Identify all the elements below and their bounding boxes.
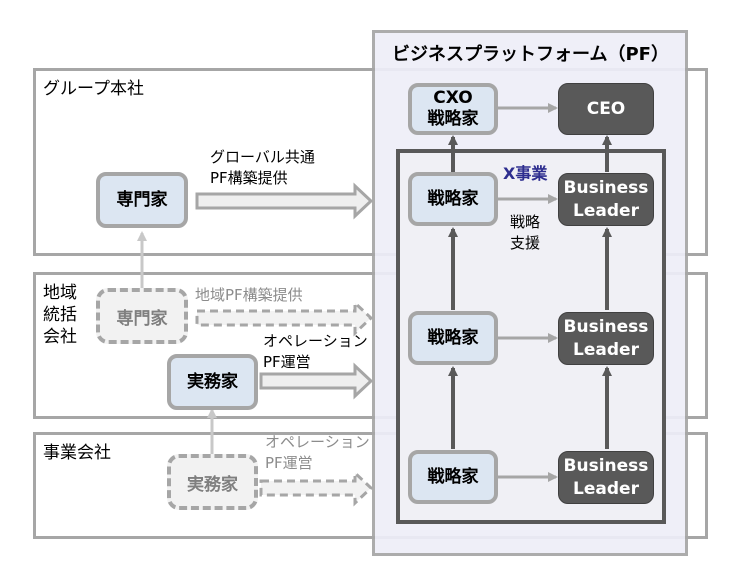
operating-practitioner-label: 実務家: [187, 474, 238, 495]
regional-expert-label: 専門家: [116, 308, 168, 329]
band-label-line: 会社: [43, 327, 77, 347]
x-leader-node-2[interactable]: Business Leader: [558, 312, 654, 365]
x-strategist-node-1[interactable]: 戦略家: [408, 172, 498, 226]
strategy-support-label: 戦略 支援: [510, 212, 540, 254]
hq-expert-label: 専門家: [116, 189, 168, 210]
cxo-strategist-label: 戦略家: [427, 109, 479, 129]
regional-practitioner-arrow-label: オペレーション PF運営: [263, 331, 368, 373]
band-group-hq: [33, 68, 708, 256]
regional-expert-node[interactable]: 専門家: [96, 288, 188, 344]
regional-expert-arrow-label: 地域PF構築提供: [195, 286, 303, 304]
leader-label-line2: Leader: [573, 478, 639, 499]
band-label-regional: 地域 統括 会社: [43, 282, 77, 348]
regional-practitioner-label: 実務家: [187, 371, 238, 392]
arrow-label-line: PF運営: [265, 454, 313, 472]
arrow-label-line: オペレーション: [265, 433, 370, 451]
cxo-label: CXO: [433, 88, 473, 108]
hq-expert-node[interactable]: 専門家: [96, 172, 188, 228]
leader-label-line1: Business: [563, 316, 649, 337]
x-business-title: X事業: [503, 164, 548, 183]
leader-label-line1: Business: [563, 455, 649, 476]
strategist-label: 戦略家: [427, 466, 479, 487]
x-strategist-node-2[interactable]: 戦略家: [408, 311, 498, 365]
band-label-operating: 事業会社: [43, 443, 111, 463]
leader-label-line2: Leader: [573, 200, 639, 221]
ceo-node[interactable]: CEO: [558, 83, 654, 135]
leader-label-line1: Business: [563, 177, 649, 198]
operating-practitioner-node[interactable]: 実務家: [167, 454, 258, 510]
arrow-label-line: オペレーション: [263, 332, 368, 350]
arrow-label-line: PF運営: [263, 353, 311, 371]
band-label-group-hq: グループ本社: [43, 79, 144, 99]
strategist-label: 戦略家: [427, 327, 479, 348]
band-label-line: 統括: [43, 305, 77, 325]
hq-arrow-label-line: PF構築提供: [210, 169, 288, 187]
band-operating: [33, 432, 708, 539]
platform-title: ビジネスプラットフォーム（PF）: [392, 44, 669, 65]
operating-practitioner-arrow-label: オペレーション PF運営: [265, 432, 370, 474]
ceo-label: CEO: [586, 98, 626, 119]
band-label-line: 地域: [43, 283, 77, 303]
cxo-strategist-node[interactable]: CXO 戦略家: [408, 83, 498, 135]
band-regional: [33, 272, 708, 419]
support-label-line: 戦略: [510, 213, 541, 231]
support-label-line: 支援: [510, 234, 541, 252]
strategist-label: 戦略家: [427, 188, 479, 209]
x-strategist-node-3[interactable]: 戦略家: [408, 450, 498, 504]
hq-arrow-label-line: グローバル共通: [210, 148, 315, 166]
hq-arrow-label: グローバル共通 PF構築提供: [210, 147, 315, 189]
x-leader-node-3[interactable]: Business Leader: [558, 451, 654, 504]
regional-practitioner-node[interactable]: 実務家: [167, 354, 258, 410]
leader-label-line2: Leader: [573, 339, 639, 360]
x-leader-node-1[interactable]: Business Leader: [558, 173, 654, 226]
